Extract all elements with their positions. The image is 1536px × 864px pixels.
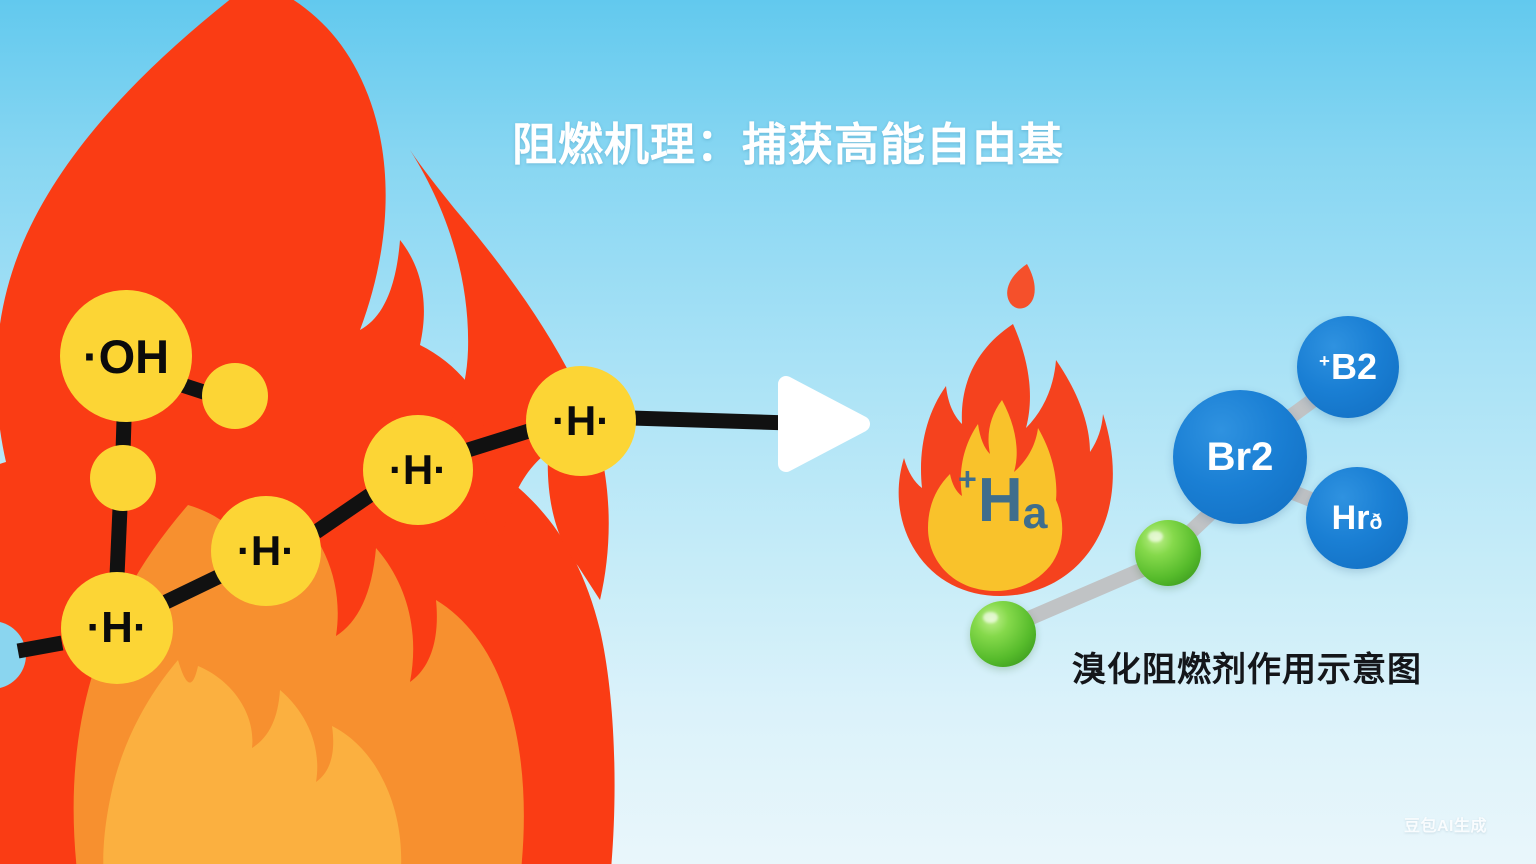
ai-watermark: 豆包AI生成 [1404,818,1488,835]
radical-label-h1: ·H· [86,603,148,652]
radical-node-h4: ·H· [526,366,636,476]
arrow-triangle-icon [778,376,870,472]
page-title: 阻燃机理：捕获高能自由基 [512,119,1065,170]
flame-label-subscript: a [1022,489,1048,539]
flame-label-superscript: + [958,460,977,497]
radical-label-oh: ·OH [82,329,170,383]
flame-red-tongue [400,150,609,600]
bond-h4-to-arrow [631,410,791,431]
molecule-label-br2: Br2 [1206,435,1274,479]
molecule-label-b2-superscript: + [1319,350,1330,372]
atom-green-2 [970,601,1036,667]
bond-h2-to-h3 [311,488,375,539]
radical-node-h1: ·H· [61,572,173,684]
flame-hydrogen-label: +Ha [958,463,1047,536]
molecule-label-hr8-subscript: ð [1369,510,1383,534]
diagram-caption: 溴化阻燃剂作用示意图 [1072,651,1422,689]
retardant-flame-yellow [928,400,1063,592]
radical-node-small-right [202,363,268,429]
radical-node-oh: ·OH [60,290,192,422]
radical-node-h3: ·H· [363,415,473,525]
molecule-label-hr8: Hr [1331,499,1370,537]
bond-h3-to-h4 [465,422,535,458]
flame-amber-layer [103,660,402,864]
flame-spark-icon [1007,264,1035,309]
bond-h1-to-edge [16,635,64,659]
molecule-node-br2: Br2 [1173,390,1307,524]
radical-node-small-mid [90,445,156,511]
radical-label-h2: ·H· [236,527,296,574]
edge-node-partial [0,621,26,689]
atom-green-1 [1135,520,1201,586]
bond-green2-to-green1 [1008,554,1168,632]
radical-label-h4: ·H· [551,397,611,444]
flame-label-base: H [977,466,1023,535]
bond-mid-to-h1 [109,507,128,577]
radical-label-h3: ·H· [388,446,448,493]
radical-node-h2: ·H· [211,496,321,606]
molecule-node-b2: +B2 [1297,316,1399,418]
bond-h1-to-h2 [162,568,226,609]
molecule-label-b2: B2 [1330,346,1377,387]
